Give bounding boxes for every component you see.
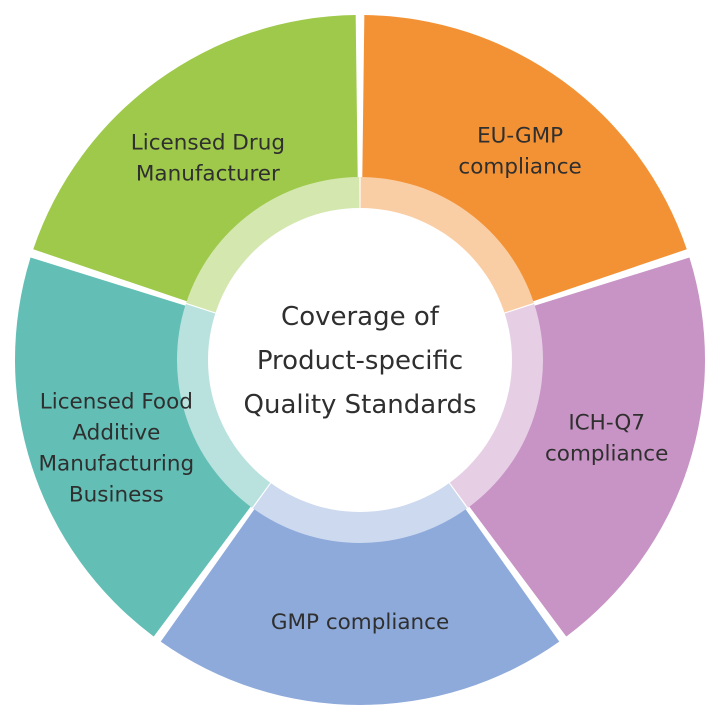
segment-label-gmp: GMP compliance <box>271 610 449 635</box>
center-hub <box>208 208 512 512</box>
segment-ich-q7 <box>468 257 705 637</box>
segment-divider <box>154 477 276 642</box>
ring-band-ich-q7 <box>447 304 543 508</box>
ring-band-food-additive <box>177 304 273 508</box>
segment-food-additive <box>14 257 252 637</box>
ring-band-eu-gmp <box>360 177 534 314</box>
segment-drug-manufacturer <box>33 15 358 302</box>
segment-divider <box>29 251 222 317</box>
segment-gmp <box>160 507 560 705</box>
ring-band-drug-manufacturer <box>186 177 360 314</box>
segment-divider <box>444 477 566 642</box>
segment-divider <box>498 251 691 317</box>
wheel-segments <box>14 13 705 705</box>
segment-eu-gmp <box>362 15 687 302</box>
